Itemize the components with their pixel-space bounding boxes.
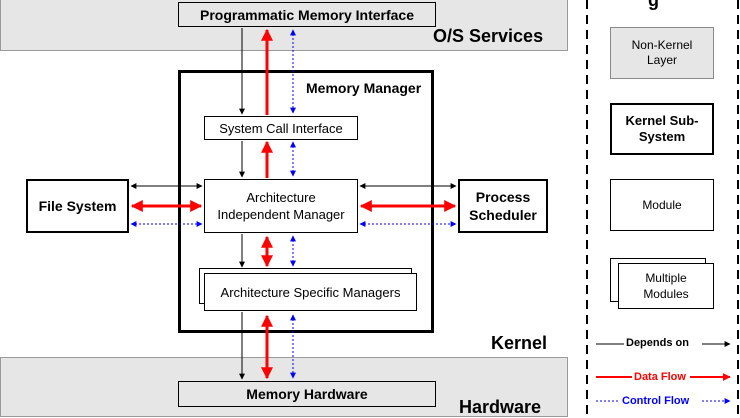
- memory-manager-label: Memory Manager: [306, 80, 422, 96]
- system-call-interface-label: System Call Interface: [219, 120, 343, 136]
- legend-title: g: [648, 0, 659, 10]
- legend-depends-on-label: Depends on: [626, 337, 689, 349]
- programmatic-memory-interface-box: Programmatic Memory Interface: [178, 2, 436, 27]
- architecture-specific-managers-box: Architecture Specific Managers: [204, 273, 417, 311]
- architecture-independent-manager-line2: Independent Manager: [217, 207, 345, 222]
- system-call-interface-box: System Call Interface: [204, 116, 358, 140]
- legend-control-flow-label: Control Flow: [622, 395, 690, 407]
- legend-kernel-subsystem-box: Kernel Sub- System: [610, 103, 714, 155]
- memory-hardware-label: Memory Hardware: [246, 386, 368, 402]
- process-scheduler-line2: Scheduler: [469, 207, 537, 223]
- legend-multiple-modules-box: Multiple Modules: [618, 263, 714, 309]
- legend-kernel-subsystem-line1: Kernel Sub-: [625, 113, 699, 128]
- hardware-layer-label: Hardware: [459, 397, 542, 417]
- legend-non-kernel-layer-box: Non-Kernel Layer: [610, 27, 714, 79]
- legend-multiple-modules-line1: Multiple: [645, 271, 687, 285]
- programmatic-memory-interface-label: Programmatic Memory Interface: [200, 6, 414, 23]
- legend-multiple-modules-line2: Modules: [643, 287, 689, 301]
- memory-hardware-box: Memory Hardware: [178, 381, 436, 407]
- process-scheduler-box: Process Scheduler: [458, 179, 548, 233]
- legend-kernel-subsystem-line2: System: [638, 129, 686, 144]
- kernel-layer-label: Kernel: [491, 333, 548, 353]
- architecture-independent-manager-box: Architecture Independent Manager: [204, 179, 358, 233]
- legend-non-kernel-layer-line2: Layer: [646, 53, 678, 67]
- legend-data-flow-label: Data Flow: [634, 371, 686, 383]
- file-system-label: File System: [38, 198, 117, 214]
- legend-module-box: Module: [610, 179, 714, 231]
- architecture-independent-manager-line1: Architecture: [246, 190, 316, 205]
- os-services-layer-label: O/S Services: [433, 26, 544, 46]
- legend-non-kernel-layer-line1: Non-Kernel: [631, 38, 693, 52]
- legend-module-label: Module: [642, 198, 682, 212]
- architecture-specific-managers-label: Architecture Specific Managers: [220, 284, 401, 300]
- process-scheduler-line1: Process: [475, 189, 531, 205]
- file-system-box: File System: [26, 179, 129, 233]
